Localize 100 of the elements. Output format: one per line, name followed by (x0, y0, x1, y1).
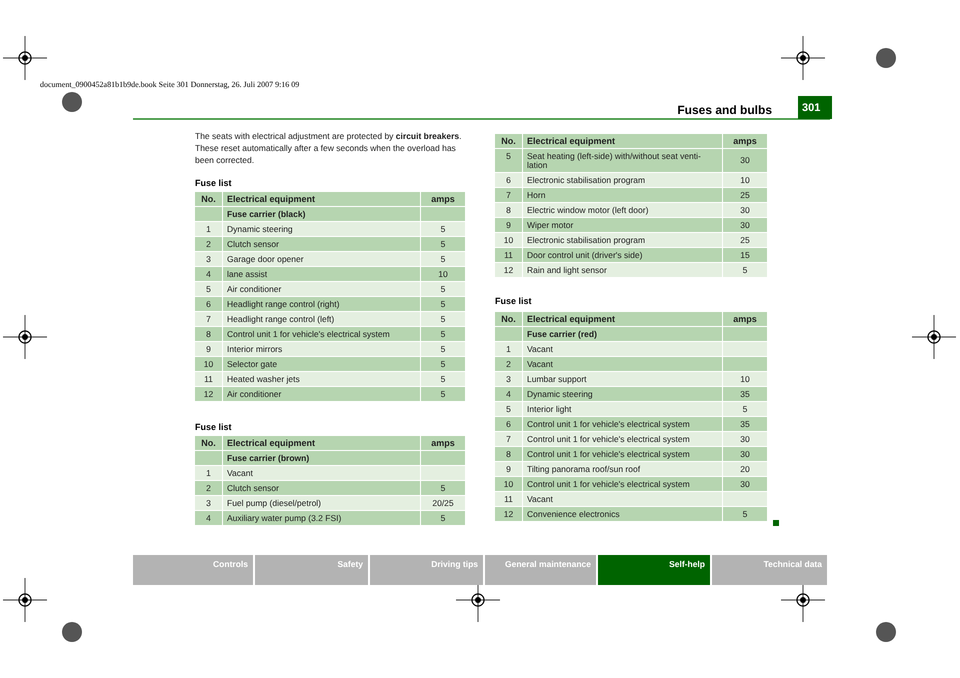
equipment-name: Control unit 1 for vehicle's electrical system (222, 327, 420, 341)
carrier-subheading: Fuse carrier (brown) (222, 451, 420, 465)
intro-paragraph: The seats with electrical adjustment are protected by circuit breakers. These reset automatically after a few seconds when the overload has been corrected. (195, 130, 462, 166)
amperage: 10 (722, 173, 767, 187)
print-slug: document_0900452a81b1b9de.book Seite 301 Donnerstag, 26. Juli 2007 9:16 09 (40, 80, 300, 89)
amperage: 5 (420, 357, 465, 371)
page-title: Fuses and bulbs (677, 103, 772, 117)
fuse-number: 10 (502, 234, 514, 246)
amperage: 30 (722, 203, 767, 217)
amperage: 5 (722, 402, 767, 416)
fuse-number: 1 (505, 342, 512, 356)
equipment-name: Wiper motor (522, 218, 722, 232)
amperage: 5 (722, 507, 767, 521)
fuse-number: 10 (202, 358, 214, 370)
equipment-name: Air conditioner (222, 282, 420, 296)
equipment-name: Vacant (522, 342, 722, 356)
fuse-number: 3 (205, 496, 212, 510)
fuse-number: 11 (203, 372, 214, 386)
fuse-number: 4 (205, 268, 212, 280)
section-tab: Driving tips (370, 555, 483, 585)
equipment-name: Control unit 1 for vehicle's electrical system (522, 432, 722, 446)
equipment-name: Fuel pump (diesel/petrol) (222, 496, 420, 510)
fuse-number: 6 (205, 298, 212, 310)
equipment-name: Clutch sensor (222, 481, 420, 495)
fuse-number: 4 (505, 388, 512, 400)
amperage: 5 (420, 282, 465, 296)
equipment-name: Interior mirrors (222, 342, 420, 356)
fuse-number: 7 (205, 312, 212, 326)
fuse-number: 5 (505, 402, 512, 416)
amperage: 5 (420, 252, 465, 266)
column-header: amps (722, 134, 767, 148)
amperage: 30 (722, 432, 767, 446)
amperage: 5 (420, 312, 465, 326)
column-header: Electrical equipment (522, 312, 722, 326)
fuse-number: 2 (205, 238, 212, 250)
section-tab: Technical data (712, 555, 827, 585)
column-header: Electrical equipment (522, 134, 722, 148)
equipment-name: Control unit 1 for vehicle's electrical system (522, 447, 722, 461)
equipment-name: Vacant (522, 492, 722, 506)
equipment-name: Convenience electronics (522, 507, 722, 521)
column-header: Electrical equipment (222, 192, 420, 206)
fuse-number: 8 (505, 204, 512, 216)
fuse-number: 11 (503, 492, 514, 506)
fuse-number: 6 (505, 174, 512, 186)
equipment-name: Vacant (222, 466, 420, 480)
fuse-number: 1 (205, 466, 212, 480)
column-header: No. (500, 312, 517, 326)
equipment-name: Interior light (522, 402, 722, 416)
section-heading: Fuse list (195, 178, 232, 188)
equipment-name: Heated washer jets (222, 372, 420, 386)
fuse-number: 2 (205, 482, 212, 494)
carrier-subheading: Fuse carrier (black) (222, 207, 420, 221)
column-header: amps (420, 192, 465, 206)
fuse-number: 2 (505, 358, 512, 370)
fuse-number: 11 (503, 248, 514, 262)
equipment-name: Clutch sensor (222, 237, 420, 251)
equipment-name: Headlight range control (left) (222, 312, 420, 326)
equipment-name: Auxiliary water pump (3.2 FSI) (222, 511, 420, 525)
fuse-number: 4 (205, 512, 212, 524)
equipment-name: Electronic stabilisation program (522, 173, 722, 187)
fuse-number: 5 (505, 150, 512, 162)
fuse-number: 10 (502, 478, 514, 490)
equipment-name: Tilting panorama roof/sun roof (522, 462, 722, 476)
section-tab: Controls (133, 555, 253, 585)
amperage: 30 (722, 149, 767, 172)
amperage: 25 (722, 233, 767, 247)
amperage: 5 (420, 297, 465, 311)
column-header: amps (420, 436, 465, 450)
fuse-number: 7 (505, 188, 512, 202)
amperage: 30 (722, 218, 767, 232)
fuse-number: 12 (202, 388, 214, 400)
amperage: 10 (722, 372, 767, 386)
equipment-name: Door control unit (driver's side) (522, 248, 722, 262)
column-header: No. (200, 436, 217, 450)
fuse-number: 3 (505, 372, 512, 386)
fuse-number: 1 (205, 222, 212, 236)
equipment-name: Rain and light sensor (522, 263, 722, 277)
fuse-number: 9 (505, 462, 512, 476)
carrier-subheading: Fuse carrier (red) (522, 327, 722, 341)
equipment-name: Horn (522, 188, 722, 202)
equipment-name: Control unit 1 for vehicle's electrical system (522, 417, 722, 431)
column-header: Electrical equipment (222, 436, 420, 450)
fuse-number: 12 (502, 508, 514, 520)
equipment-name: Air conditioner (222, 387, 420, 401)
fuse-number: 8 (205, 328, 212, 340)
column-header: No. (500, 134, 517, 148)
amperage: 30 (722, 477, 767, 491)
column-header: No. (200, 192, 217, 206)
equipment-name: Vacant (522, 357, 722, 371)
amperage: 5 (420, 327, 465, 341)
amperage: 35 (722, 417, 767, 431)
equipment-name: Control unit 1 for vehicle's electrical system (522, 477, 722, 491)
equipment-name: Seat heating (left-side) with/without seat venti-lation (522, 149, 722, 172)
column-header: amps (722, 312, 767, 326)
fuse-number: 7 (505, 432, 512, 446)
fuse-number: 5 (205, 282, 212, 296)
amperage: 20 (722, 462, 767, 476)
amperage: 25 (722, 188, 767, 202)
equipment-name: Headlight range control (right) (222, 297, 420, 311)
section-tab: Self-help (598, 555, 710, 585)
